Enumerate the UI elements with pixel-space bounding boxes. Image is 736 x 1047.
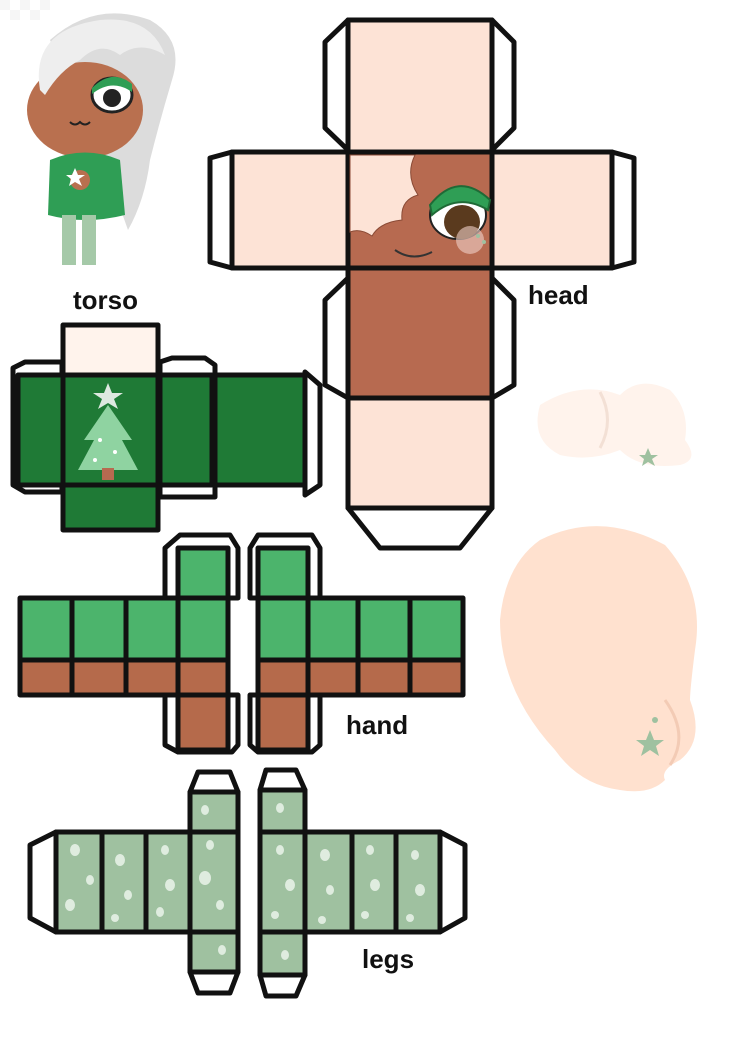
hand-net-left bbox=[17, 532, 241, 755]
hair-piece-small bbox=[537, 383, 692, 466]
character-thumbnail bbox=[0, 0, 200, 275]
torso-label: torso bbox=[73, 285, 138, 315]
hand-label: hand bbox=[346, 710, 409, 740]
head-net bbox=[207, 17, 637, 551]
head-face-details bbox=[349, 154, 492, 258]
tree-icon bbox=[78, 383, 138, 480]
hair-piece-large bbox=[500, 526, 697, 792]
legs-spots bbox=[65, 803, 425, 960]
legs-label: legs bbox=[362, 944, 415, 974]
head-label: head bbox=[528, 280, 589, 310]
torso-net bbox=[10, 322, 323, 533]
hand-net-right bbox=[247, 532, 466, 755]
